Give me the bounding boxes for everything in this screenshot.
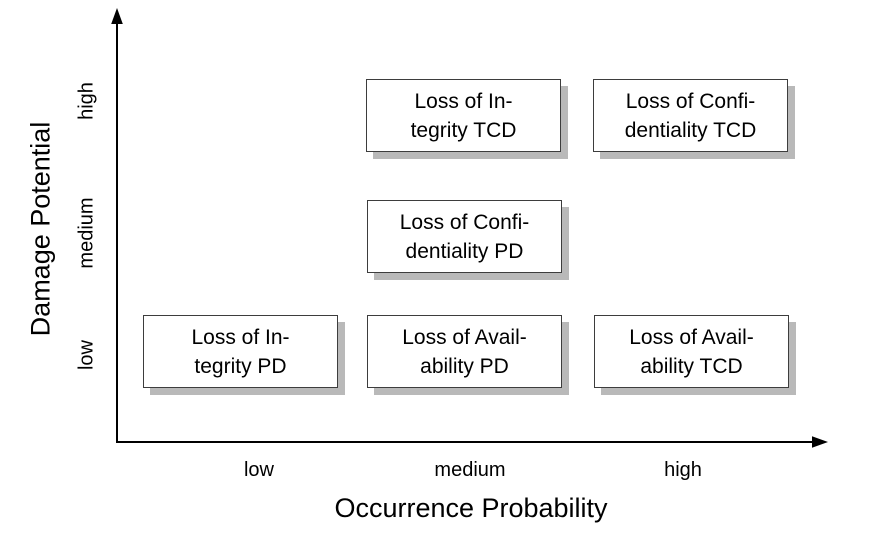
y-tick-medium: medium [75, 197, 98, 269]
node-loss-of-integrity-tcd: Loss of In- tegrity TCD [366, 79, 561, 152]
node-loss-of-integrity-pd: Loss of In- tegrity PD [143, 315, 338, 388]
node-line: Loss of In- [414, 89, 513, 113]
y-tick-low: low [75, 339, 98, 371]
x-tick-medium: medium [434, 459, 506, 481]
node-line: Loss of Avail- [629, 325, 754, 349]
node-line: ability PD [420, 354, 509, 378]
node-line: dentiality TCD [624, 118, 757, 142]
node-line: Loss of In- [191, 325, 290, 349]
y-axis-arrowhead-icon [111, 8, 123, 24]
y-axis-title: Damage Potential [25, 121, 56, 337]
node-line: dentiality PD [405, 239, 524, 263]
node-loss-of-availability-tcd: Loss of Avail- ability TCD [594, 315, 789, 388]
node-line: ability TCD [640, 354, 743, 378]
x-axis-title: Occurrence Probability [334, 493, 608, 523]
node-line: Loss of Avail- [402, 325, 527, 349]
node-loss-of-confidentiality-tcd: Loss of Confi- dentiality TCD [593, 79, 788, 152]
node-loss-of-confidentiality-pd: Loss of Confi- dentiality PD [367, 200, 562, 273]
node-line: Loss of Confi- [399, 210, 530, 234]
node-loss-of-availability-pd: Loss of Avail- ability PD [367, 315, 562, 388]
node-line: tegrity PD [194, 354, 287, 378]
node-line: tegrity TCD [410, 118, 517, 142]
y-tick-high: high [75, 82, 98, 120]
x-tick-high: high [664, 459, 702, 481]
x-tick-low: low [243, 459, 275, 481]
node-line: Loss of Confi- [625, 89, 756, 113]
x-axis-arrowhead-icon [812, 436, 828, 448]
